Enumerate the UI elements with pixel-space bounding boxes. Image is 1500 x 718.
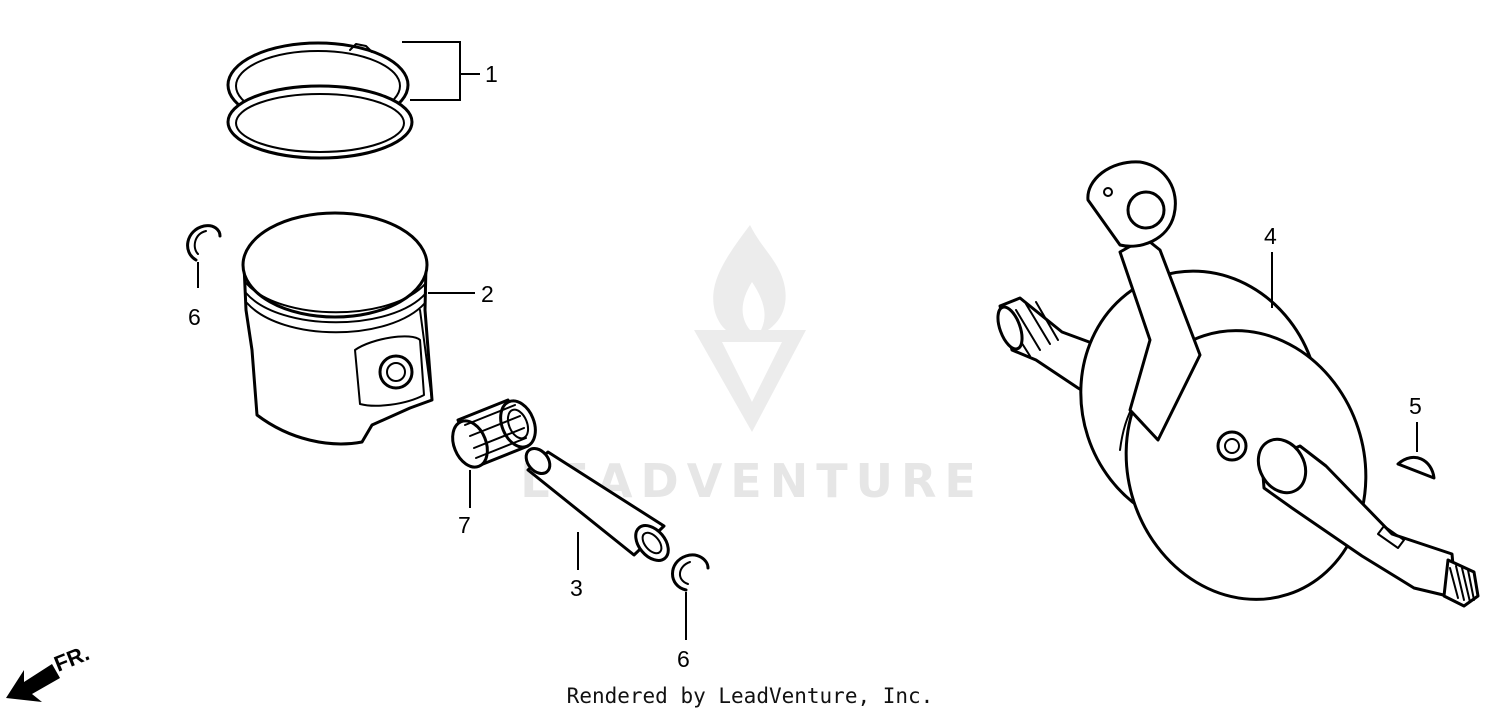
piston-ring-set: 1 [226,41,498,160]
callout-5: 5 [1409,393,1422,419]
piston: 2 [241,211,494,446]
callout-7: 7 [458,512,471,538]
front-label: FR. [51,640,93,676]
callout-1: 1 [485,61,498,87]
watermark-flame-logo [713,225,786,335]
callout-2: 2 [481,281,494,307]
callout-4: 4 [1264,223,1277,249]
render-credit: Rendered by LeadVenture, Inc. [566,684,934,708]
leadventure-watermark: LEADVENTURE [520,225,976,508]
piston-pin: 3 [524,446,670,601]
woodruff-key: 5 [1396,393,1436,480]
callout-6-left: 6 [188,304,201,330]
callout-3: 3 [570,575,583,601]
clip-left: 6 [186,224,222,330]
needle-bearing: 7 [451,398,537,538]
crankshaft: 4 [996,160,1480,608]
watermark-v-logo [694,330,806,432]
callout-6-right: 6 [677,646,690,672]
clip-right: 6 [671,553,710,672]
front-arrow-icon [6,664,60,702]
